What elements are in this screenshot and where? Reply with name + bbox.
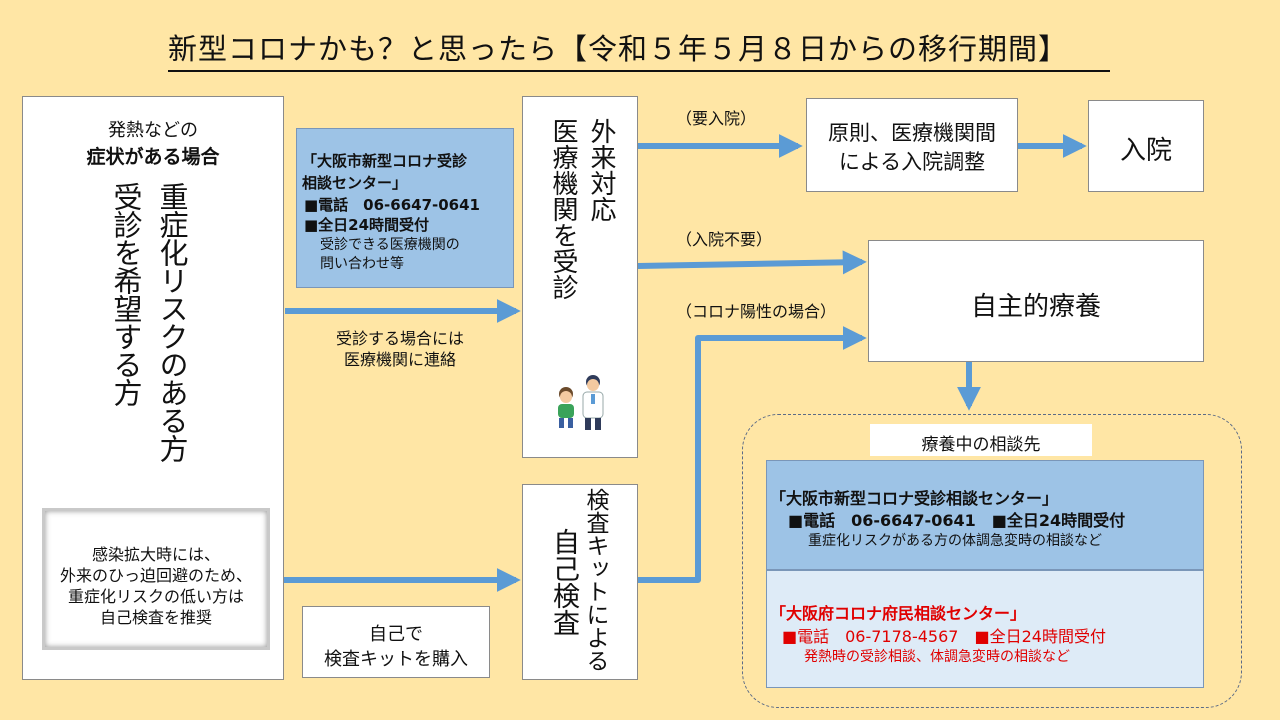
note-line-2: 外来のひっ迫回避のため、 bbox=[59, 566, 252, 585]
arrow-positive bbox=[638, 326, 867, 583]
outpatient-box bbox=[522, 96, 638, 458]
osaka-pref-center-note: 発熱時の受診相談、体調急変時の相談など bbox=[804, 649, 1070, 665]
arrow-no-hospital bbox=[637, 250, 867, 275]
self-test-note bbox=[42, 508, 270, 650]
note-line-1: 感染拡大時には、 bbox=[91, 545, 220, 564]
hospitalization-label: 入院 bbox=[1119, 136, 1172, 166]
consult-panel bbox=[742, 414, 1242, 708]
consult-header: 療養中の相談先 bbox=[921, 435, 1041, 455]
osaka-city-center-note: 重症化リスクがある方の体調急変時の相談など bbox=[808, 533, 1102, 549]
self-test-label: 自己検査 bbox=[548, 528, 579, 636]
note-line-3: 重症化リスクの低い方は bbox=[67, 587, 244, 606]
symptom-line1: 発熱などの bbox=[108, 120, 198, 141]
buy-kit-line-2: 検査キットを購入 bbox=[324, 649, 468, 670]
need-hospital-label: （要入院） bbox=[676, 109, 757, 128]
doctor-patient-icon bbox=[558, 375, 604, 430]
info-line-1: 「大阪市新型コロナ受診 bbox=[302, 152, 468, 170]
hospitalization-box bbox=[1088, 100, 1204, 192]
osaka-pref-center-phone: ■電話 06-7178-4567 ■全日24時間受付 bbox=[782, 627, 1106, 646]
info-line-2: 相談センター」 bbox=[302, 174, 408, 192]
info-line-6: 問い合わせ等 bbox=[306, 256, 404, 272]
self-test-box bbox=[522, 484, 638, 680]
note-line-4: 自己検査を推奨 bbox=[99, 608, 212, 627]
contact-label-2: 医療機関に連絡 bbox=[343, 350, 456, 369]
symptom-line2: 症状がある場合 bbox=[86, 146, 220, 168]
osaka-pref-center-name: 「大阪府コロナ府民相談センター」 bbox=[770, 604, 1027, 623]
info-line-3: ■電話 06-6647-0641 bbox=[304, 196, 480, 214]
osaka-city-center-name: 「大阪市新型コロナ受診相談センター」 bbox=[770, 489, 1059, 508]
adjustment-line-2: による入院調整 bbox=[838, 150, 986, 174]
info-line-4: ■全日24時間受付 bbox=[304, 216, 430, 234]
contact-label-1: 受診する場合には bbox=[335, 329, 464, 348]
outpatient-label: 外来対応 bbox=[586, 118, 616, 222]
home-care-label: 自主的療養 bbox=[970, 292, 1101, 322]
title-underline bbox=[168, 70, 1110, 72]
consult-header-box bbox=[870, 424, 1092, 456]
positive-label: （コロナ陽性の場合） bbox=[676, 302, 837, 321]
self-test-kit-label: 検査キットによる bbox=[582, 488, 608, 672]
osaka-city-center-box bbox=[766, 460, 1204, 570]
city-consult-center-box bbox=[296, 128, 514, 288]
buy-kit-line-1: 自己で bbox=[369, 624, 423, 645]
osaka-pref-center-box bbox=[766, 570, 1204, 688]
info-line-5: 受診できる医療機関の bbox=[306, 237, 460, 253]
no-hospital-label: （入院不要） bbox=[676, 230, 773, 249]
home-care-box bbox=[868, 240, 1204, 362]
visit-clinic-label: 医療機関を受診 bbox=[548, 118, 578, 300]
adjustment-line-1: 原則、医療機関間 bbox=[828, 121, 996, 145]
wish-visit-label: 受診を希望する方 bbox=[109, 182, 143, 406]
page-title: 新型コロナかも？と思ったら【令和５年５月８日からの移行期間】 bbox=[168, 32, 1069, 66]
buy-kit-box bbox=[302, 606, 490, 678]
hospital-adjustment-box bbox=[806, 98, 1018, 192]
osaka-city-center-phone: ■電話 06-6647-0641 ■全日24時間受付 bbox=[788, 511, 1126, 530]
high-risk-label: 重症化リスクのある方 bbox=[155, 182, 189, 462]
